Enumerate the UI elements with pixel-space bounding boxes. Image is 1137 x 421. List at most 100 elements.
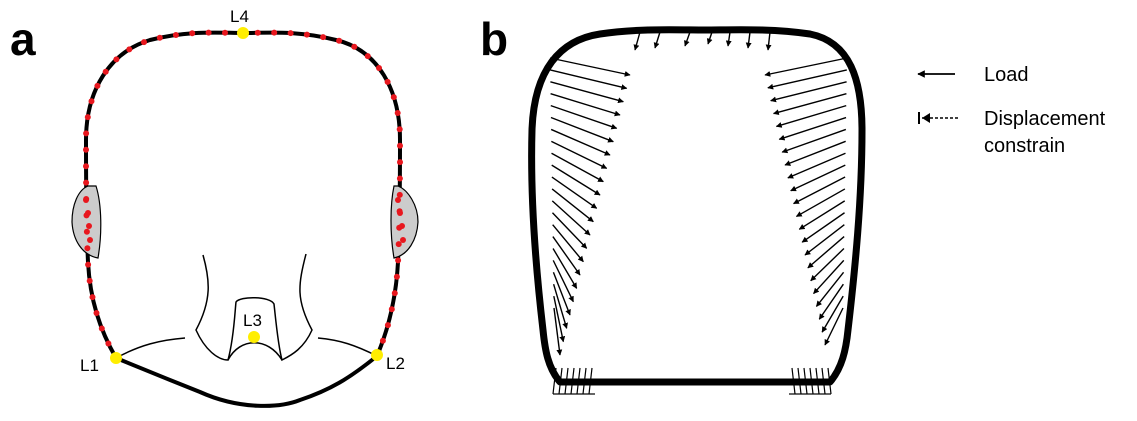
load-arrow [807, 236, 845, 269]
load-arrow [551, 164, 601, 196]
constraint-mark [827, 367, 832, 395]
load-arrow [653, 31, 661, 49]
load-arrow [764, 57, 848, 77]
semilandmark-point [113, 56, 120, 63]
load-arrow [810, 247, 845, 282]
constraint-mark [558, 367, 563, 395]
semilandmark-point [83, 130, 90, 137]
semilandmark-point [336, 37, 343, 44]
load-arrow [551, 188, 594, 223]
load-arrow [778, 116, 847, 141]
legend-constraint-arrow-icon [922, 113, 930, 123]
semilandmark-point [83, 146, 89, 153]
load-arrow [551, 200, 591, 236]
semilandmark-point [83, 228, 90, 235]
semilandmark-point [83, 163, 89, 170]
right-muscle-patch [390, 185, 419, 259]
semilandmark-point [395, 197, 401, 203]
constraint-mark [576, 367, 581, 395]
load-arrow [787, 152, 846, 179]
semilandmark-point [254, 29, 261, 36]
load-arrow [633, 31, 641, 51]
semilandmark-point [156, 34, 163, 41]
load-arrow [775, 104, 847, 128]
load-arrow [815, 271, 845, 307]
constraint-mark [552, 367, 557, 395]
load-arrow [550, 128, 611, 156]
semilandmark-point [87, 237, 93, 243]
load-arrow-field [549, 31, 848, 356]
panel-b-letter: b [480, 13, 508, 65]
semilandmark-point [89, 294, 96, 301]
panel-b: b Load Displacement constrain [480, 13, 1106, 395]
landmark-l3-label: L3 [243, 311, 262, 330]
load-arrow [765, 31, 772, 51]
legend-constraint-label-1: Displacement [984, 108, 1106, 130]
semilandmark-point [205, 29, 212, 36]
semilandmark-point [396, 126, 403, 133]
semilandmark-point [395, 241, 402, 248]
semilandmark-point [395, 257, 402, 264]
semilandmark-point [126, 46, 133, 53]
load-arrow [550, 69, 628, 90]
semilandmark-point [376, 65, 382, 71]
semilandmark-point [88, 98, 95, 105]
semilandmark-point [397, 210, 403, 216]
landmark-l2 [371, 349, 383, 361]
load-arrow [549, 57, 631, 77]
load-arrow [793, 176, 846, 205]
landmark-l1-label: L1 [80, 356, 99, 375]
semilandmark-point [141, 39, 147, 46]
constraint-mark [588, 367, 593, 395]
load-arrow [553, 307, 563, 356]
semilandmark-point [83, 179, 90, 186]
landmark-l2-label: L2 [386, 354, 405, 373]
load-arrow [795, 188, 846, 218]
semilandmark-point [384, 322, 391, 329]
load-arrow [684, 31, 691, 47]
semilandmark-point [98, 325, 105, 332]
load-arrow [770, 81, 847, 103]
semilandmark-point [397, 159, 403, 166]
load-arrow [798, 200, 846, 230]
semilandmark-point [83, 197, 89, 203]
load-arrow [552, 248, 578, 289]
skull-base-contour [115, 354, 379, 408]
load-arrow [550, 104, 618, 130]
semilandmark-point [85, 261, 92, 268]
load-arrow [790, 164, 846, 192]
semilandmark-point [397, 142, 403, 149]
semilandmark-point [222, 29, 228, 36]
semilandmark-point [396, 191, 403, 198]
skull-outline [83, 30, 403, 359]
load-arrow [552, 224, 584, 263]
load-arrow [824, 307, 844, 346]
load-arrow [801, 212, 845, 243]
load-arrow [551, 176, 598, 209]
semilandmark-point [320, 34, 327, 41]
semilandmark-point [105, 340, 112, 347]
constraint-mark [791, 367, 796, 395]
load-arrow [551, 212, 588, 249]
skull-outline-b [528, 26, 866, 386]
legend: Load Displacement constrain [917, 64, 1106, 157]
load-arrow [551, 152, 604, 183]
semilandmark-point [400, 237, 406, 243]
semilandmark-point [393, 273, 400, 280]
load-arrow [706, 31, 713, 45]
left-muscle-patch [71, 185, 102, 259]
legend-load-label: Load [984, 64, 1029, 86]
load-arrow [784, 140, 846, 166]
semilandmark-point [189, 30, 196, 37]
load-arrow [821, 295, 844, 333]
load-arrow [767, 69, 847, 90]
load-arrow [552, 283, 568, 329]
semilandmark-point [394, 110, 401, 116]
right-condyle-line [317, 337, 378, 357]
semilandmark-point [271, 29, 278, 36]
load-arrow [553, 295, 566, 343]
semilandmark-points [83, 29, 406, 347]
load-arrow [773, 93, 847, 116]
constraint-mark [803, 367, 808, 395]
